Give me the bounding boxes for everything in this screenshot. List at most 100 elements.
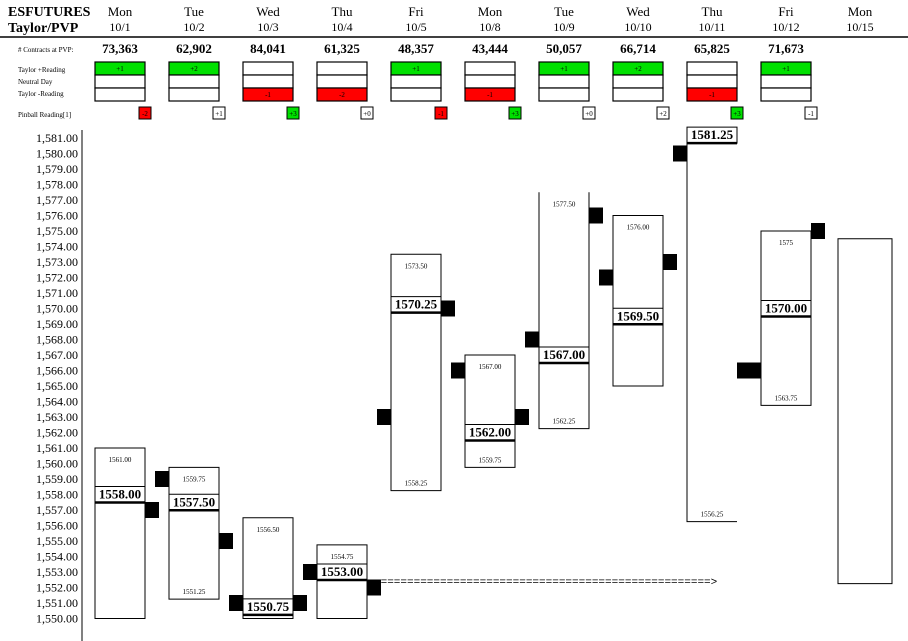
taylor-minus-cell <box>94 87 146 102</box>
neutral-cell <box>316 74 368 89</box>
y-tick-label: 1,551.00 <box>36 596 78 610</box>
signal-marker <box>145 502 159 518</box>
range-box <box>760 230 812 406</box>
taylor-minus-cell <box>538 87 590 102</box>
projection-arrow: ========================================… <box>374 577 717 589</box>
neutral-cell <box>168 74 220 89</box>
y-tick-label: 1,571.00 <box>36 286 78 300</box>
row-label-neutral: Neutral Day <box>18 78 53 86</box>
range-low-label: 1562.25 <box>553 418 576 426</box>
y-tick-label: 1,550.00 <box>36 612 78 626</box>
contracts-value: 50,057 <box>546 41 582 56</box>
day-of-week-label: Tue <box>184 4 204 19</box>
y-tick-label: 1,560.00 <box>36 457 78 471</box>
range-high-label: 1573.50 <box>405 262 428 270</box>
y-tick-label: 1,561.00 <box>36 441 78 455</box>
date-label: 10/1 <box>109 20 130 34</box>
range-box <box>94 447 146 619</box>
taylor-minus-cell <box>612 87 664 102</box>
y-tick-label: 1,554.00 <box>36 550 78 564</box>
date-label: 10/4 <box>331 20 352 34</box>
signal-marker <box>673 145 687 162</box>
taylor-minus-cell <box>686 87 738 102</box>
pinball-cell-text: -1 <box>438 110 444 118</box>
neutral-cell <box>538 74 590 89</box>
date-label: 10/11 <box>699 20 726 34</box>
day-of-week-label: Thu <box>332 4 353 19</box>
date-label: 10/9 <box>553 20 574 34</box>
contracts-value: 65,825 <box>694 41 730 56</box>
day-of-week-label: Mon <box>848 4 873 19</box>
y-tick-label: 1,570.00 <box>36 302 78 316</box>
y-tick-label: 1,569.00 <box>36 317 78 331</box>
contracts-value: 71,673 <box>768 41 804 56</box>
y-tick-label: 1,564.00 <box>36 395 78 409</box>
y-tick-label: 1,575.00 <box>36 224 78 238</box>
range-box <box>837 238 893 585</box>
header-title-line1: ESFUTURES <box>8 5 91 20</box>
neutral-cell <box>464 74 516 89</box>
y-tick-label: 1,558.00 <box>36 488 78 502</box>
day-of-week-label: Mon <box>478 4 503 19</box>
day-of-week-label: Wed <box>626 4 650 19</box>
pinball-cell <box>434 106 448 120</box>
range-box <box>390 253 442 492</box>
contracts-value: 43,444 <box>472 41 508 56</box>
signal-marker <box>293 595 307 611</box>
taylor-minus-cell <box>168 87 220 102</box>
signal-marker <box>229 595 243 611</box>
date-label: 10/5 <box>405 20 426 34</box>
y-tick-label: 1,555.00 <box>36 534 78 548</box>
range-high-label: 1576.00 <box>627 224 650 232</box>
pinball-cell-text: +0 <box>585 110 593 118</box>
pinball-cell-text: +3 <box>733 110 741 118</box>
taylor-plus-cell-text: +1 <box>412 65 420 73</box>
day-of-week-label: Wed <box>256 4 280 19</box>
date-label: 10/12 <box>772 20 799 34</box>
row-label-taylor-minus: Taylor -Reading <box>18 90 64 98</box>
range-box <box>168 466 220 600</box>
pinball-cell <box>656 106 670 120</box>
y-tick-label: 1,552.00 <box>36 581 78 595</box>
signal-marker <box>219 533 233 549</box>
header-title-line2: Taylor/PVP <box>8 21 79 36</box>
signal-marker <box>737 362 761 379</box>
taylor-plus-cell-text: +1 <box>560 65 568 73</box>
taylor-minus-cell-text: -1 <box>487 91 493 99</box>
signal-marker <box>525 331 539 348</box>
range-high-label: 1554.75 <box>331 553 354 561</box>
pinball-cell-text: -1 <box>808 110 814 118</box>
range-high-label: 1556.50 <box>257 526 280 534</box>
pinball-cell-text: +3 <box>511 110 519 118</box>
day-of-week-label: Mon <box>108 4 133 19</box>
neutral-cell <box>686 74 738 89</box>
signal-marker <box>441 300 455 317</box>
range-low-label: 1556.25 <box>701 511 724 519</box>
y-tick-label: 1,565.00 <box>36 379 78 393</box>
pvp-value: 1570.25 <box>395 297 438 312</box>
pvp-value: 1558.00 <box>99 487 141 502</box>
pvp-value: 1562.00 <box>469 425 511 440</box>
range-high-label: 1577.50 <box>553 200 576 208</box>
taylor-plus-cell <box>464 61 516 76</box>
contracts-value: 48,357 <box>398 41 434 56</box>
date-label: 10/8 <box>479 20 500 34</box>
day-of-week-label: Fri <box>778 4 794 19</box>
date-label: 10/10 <box>624 20 651 34</box>
range-low-label: 1558.25 <box>405 480 428 488</box>
y-tick-label: 1,556.00 <box>36 519 78 533</box>
y-tick-label: 1,563.00 <box>36 410 78 424</box>
taylor-plus-cell-text: +2 <box>190 65 198 73</box>
signal-marker <box>599 269 613 286</box>
neutral-cell <box>242 74 294 89</box>
signal-marker <box>515 409 529 425</box>
y-tick-label: 1,579.00 <box>36 162 78 176</box>
